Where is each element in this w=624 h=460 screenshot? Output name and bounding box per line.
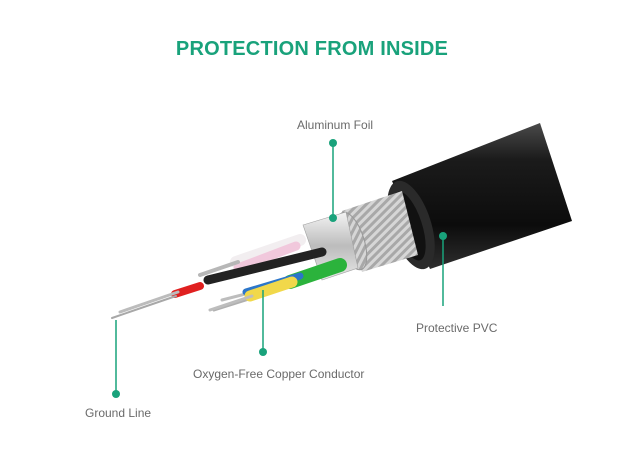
inner-wires	[111, 234, 347, 319]
callout-aluminum-foil	[329, 139, 337, 222]
label-copper-conductor: Oxygen-Free Copper Conductor	[193, 367, 365, 381]
page-title: PROTECTION FROM INSIDE	[175, 38, 449, 60]
callout-ground-line	[112, 320, 120, 398]
label-ground-line: Ground Line	[85, 406, 152, 420]
label-aluminum-foil: Aluminum Foil	[297, 118, 374, 132]
callout-protective-pvc	[439, 232, 447, 306]
label-protective-pvc: Protective PVC	[416, 321, 498, 335]
callout-copper-conductor	[259, 290, 267, 356]
